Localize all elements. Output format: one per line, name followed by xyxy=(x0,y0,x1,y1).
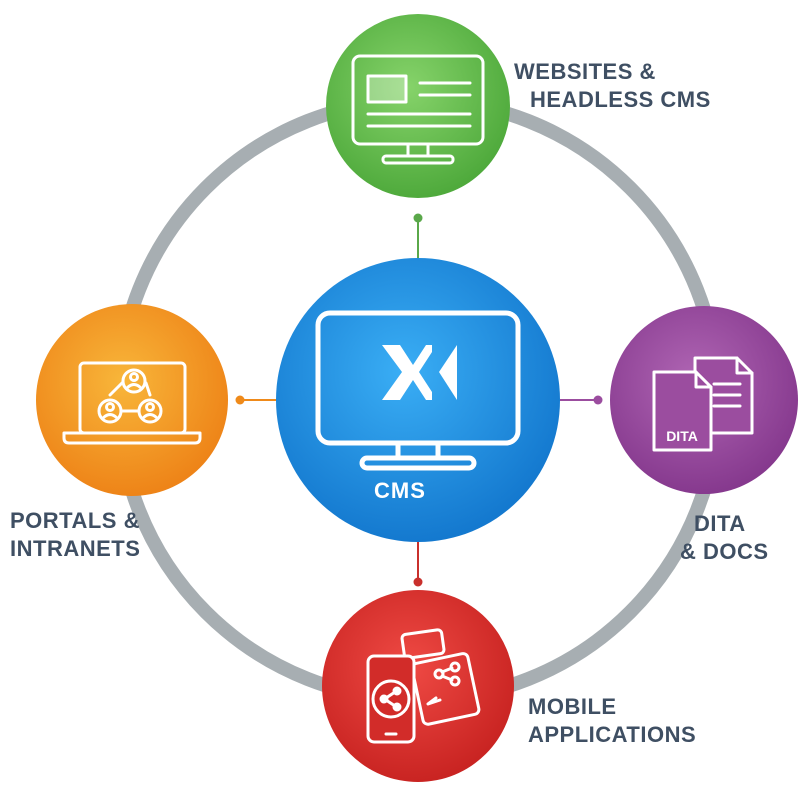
dita-node: DITA xyxy=(610,306,798,494)
center-node xyxy=(276,258,560,542)
monitor-xm-logo-icon xyxy=(315,310,521,471)
dita-doc-badge: DITA xyxy=(666,428,698,444)
center-label: CMS xyxy=(374,478,426,503)
dita-label: DITA & DOCS xyxy=(680,510,769,566)
mobile-label-line1: MOBILE xyxy=(528,694,617,719)
websites-label-line2: HEADLESS CMS xyxy=(530,87,711,112)
website-monitor-icon xyxy=(351,54,485,165)
portals-label-line2: INTRANETS xyxy=(10,536,141,561)
dita-label-line2: & DOCS xyxy=(680,539,769,564)
mobile-node xyxy=(322,590,514,782)
mobile-label-line2: APPLICATIONS xyxy=(528,722,697,747)
connectors xyxy=(235,213,603,587)
mobile-share-icon xyxy=(366,628,481,744)
mobile-label: MOBILE APPLICATIONS xyxy=(528,693,696,749)
dita-label-line1: DITA xyxy=(694,511,746,536)
websites-label: WEBSITES & HEADLESS CMS xyxy=(514,58,711,114)
connector-dot-mobile xyxy=(413,577,423,587)
portals-label: PORTALS & INTRANETS xyxy=(10,507,140,563)
websites-label-line1: WEBSITES & xyxy=(514,59,656,84)
portals-node xyxy=(36,304,228,496)
xm-logo xyxy=(382,345,457,400)
portals-label-line1: PORTALS & xyxy=(10,508,140,533)
documents-icon xyxy=(652,356,754,452)
connector-dot-dita xyxy=(593,395,603,405)
connector-dot-portals xyxy=(235,395,245,405)
connector-dot-websites xyxy=(413,213,423,223)
websites-node xyxy=(326,14,510,198)
laptop-users-icon xyxy=(62,361,202,445)
